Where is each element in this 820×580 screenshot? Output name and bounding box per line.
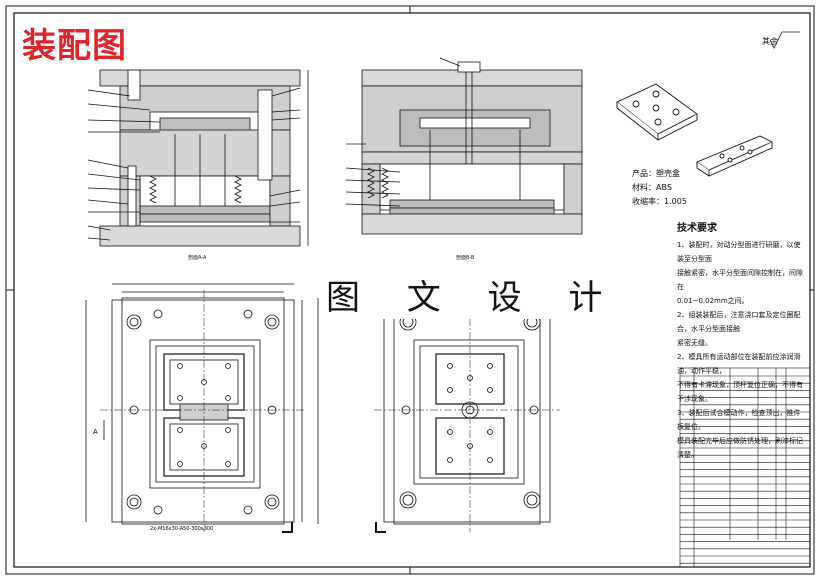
shrink-value: 1.005 <box>664 197 687 206</box>
section-view-middle <box>345 57 583 235</box>
material-value: ABS <box>656 183 672 192</box>
tech-req-line: 2、模具所有运动部位在装配前应涂润滑油，动作平稳， <box>677 353 801 375</box>
product-name: 塑壳盒 <box>656 169 680 178</box>
tech-req-line: 紧密无缝。 <box>677 339 712 347</box>
product-isometric-1 <box>616 83 698 141</box>
plan-view-left <box>85 283 319 533</box>
tech-req-line: 1、装配时，对动分型面进行研磨，以使装至分型面 <box>677 241 801 263</box>
tech-req-line: 接触紧密，水平分型面间隙控制在，间隙在 <box>677 269 803 291</box>
parts-list-table <box>679 367 811 568</box>
section-label-b: 剖面B-B <box>456 255 475 261</box>
roughness-label: 其余 <box>762 37 778 46</box>
material-label: 材料： <box>632 183 656 192</box>
shrink-label: 收缩率： <box>632 197 664 206</box>
tech-req-line: 不得有卡滞现象，顶杆复位正确，不得有干涉现象。 <box>677 381 803 403</box>
section-label-a: 剖面A-A <box>188 255 207 261</box>
tech-req-heading: 技术要求 <box>677 223 717 234</box>
tech-req-line: 模具装配完毕后应做防锈处理，刷漆标记清楚。 <box>677 437 803 459</box>
roughness-symbol <box>769 31 800 49</box>
section-marker-a: A <box>93 428 98 436</box>
tech-req-line: 3、装配后试合模动作，检查顶出，推件板复位。 <box>677 409 801 431</box>
watermark-text: 图 文 设 计 <box>322 270 625 319</box>
section-view-left <box>87 69 309 247</box>
technical-requirements: 技术要求 1、装配时，对动分型面进行研磨，以使装至分型面 接触紧密，水平分型面间… <box>677 222 807 462</box>
drawing-title: 装配图 <box>22 26 127 66</box>
product-name-label: 产品： <box>632 169 656 178</box>
bottom-dimension: 2x-M16x30-A50-300x300 <box>150 526 214 532</box>
tech-req-line: 0.01~0.02mm之间。 <box>677 297 749 305</box>
plan-view-right <box>374 290 560 533</box>
tech-req-line: 2、组装装配后，注意浇口套及定位圈配合，水平分型面接触 <box>677 311 801 333</box>
product-isometric-2 <box>696 135 774 177</box>
product-info: 产品：塑壳盒 材料：ABS 收缩率：1.005 <box>632 167 687 209</box>
